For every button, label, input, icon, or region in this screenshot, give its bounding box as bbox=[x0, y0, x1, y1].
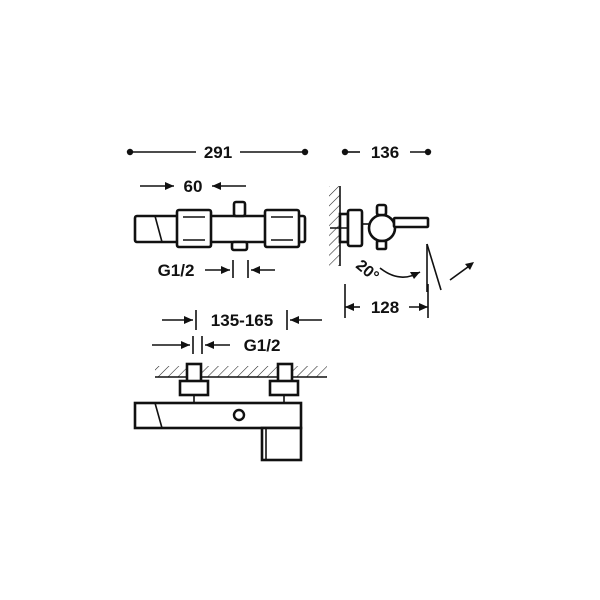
dimension-g12-bottom: G1/2 bbox=[152, 336, 280, 355]
label-60: 60 bbox=[184, 177, 203, 196]
top-view-mixer bbox=[133, 362, 327, 462]
label-g12-top: G1/2 bbox=[158, 261, 195, 280]
dimension-128: 128 bbox=[344, 284, 429, 318]
label-135-165: 135-165 bbox=[211, 311, 273, 330]
label-136: 136 bbox=[371, 143, 399, 162]
front-view-mixer bbox=[133, 200, 307, 252]
dimension-g12-top: G1/2 bbox=[158, 260, 275, 280]
label-angle: 20° bbox=[352, 257, 381, 286]
dimension-60: 60 bbox=[140, 177, 246, 196]
dimension-135-165: 135-165 bbox=[162, 310, 322, 330]
label-g12-bottom: G1/2 bbox=[244, 336, 281, 355]
dimension-291: 291 bbox=[126, 143, 309, 162]
dimension-136: 136 bbox=[341, 143, 432, 162]
label-128: 128 bbox=[371, 298, 399, 317]
side-view-mixer: 20° bbox=[329, 186, 474, 292]
label-291: 291 bbox=[204, 143, 232, 162]
